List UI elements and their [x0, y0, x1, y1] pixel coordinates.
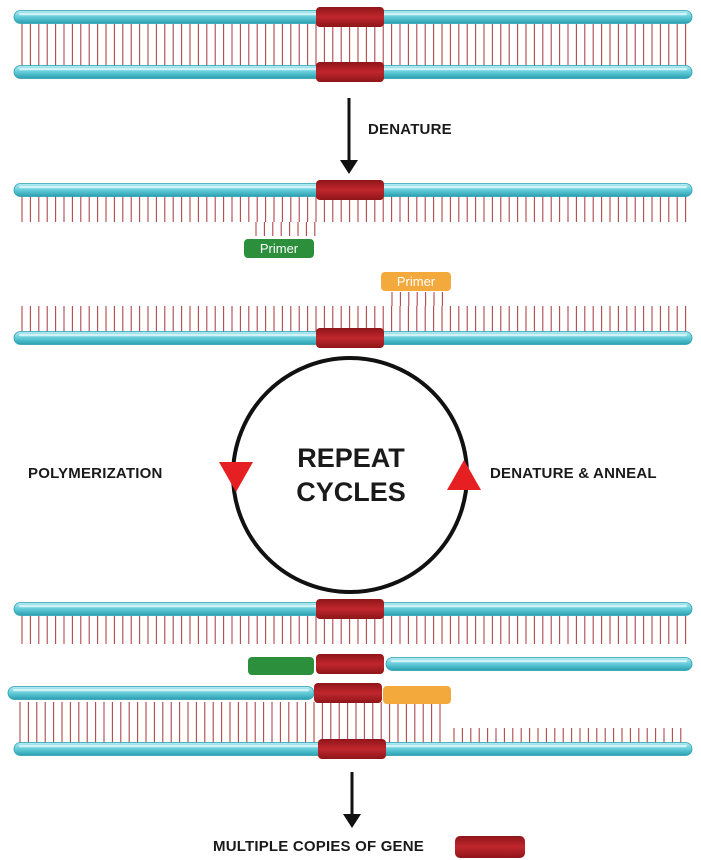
cycles-label: CYCLES	[296, 477, 406, 507]
repeat-label: REPEAT	[297, 443, 405, 473]
gene-stage1-bottom	[316, 62, 384, 82]
gene-stage2-bottom	[316, 328, 384, 348]
gene-segments	[314, 7, 386, 759]
strand-stage3-c-highlight	[13, 689, 309, 692]
repeat-cycle-circle	[231, 356, 469, 594]
gene-stage3-a	[316, 599, 384, 619]
polymerization-arrow-icon	[219, 462, 253, 492]
multiple-copies-label: MULTIPLE COPIES OF GENE	[213, 838, 425, 855]
gene-stage2-top	[316, 180, 384, 200]
primer-orange-tag: Primer	[381, 272, 451, 291]
primer-green-tag: Primer	[244, 239, 314, 258]
primer-orange-bar	[383, 686, 451, 704]
denature-anneal-label: DENATURE & ANNEAL	[490, 465, 657, 482]
denature-label: DENATURE	[368, 121, 452, 138]
denature-arrow-head	[340, 160, 358, 174]
primer-green-bar	[248, 657, 314, 675]
gene-stage3-d	[318, 739, 386, 759]
polymerization-label: POLYMERIZATION	[28, 465, 163, 482]
gene-stage1-top	[316, 7, 384, 27]
strand-stage3-b-highlight	[391, 660, 687, 663]
base-pair-rungs	[19, 24, 687, 744]
strand-stage3-c	[7, 686, 315, 700]
strand-stage3-b	[385, 657, 693, 671]
output-arrow-head	[343, 814, 361, 828]
denature-anneal-arrow-icon	[447, 460, 481, 490]
gene-stage3-b	[316, 654, 384, 674]
gene-stage3-c	[314, 683, 382, 703]
legend-gene-swatch	[455, 836, 525, 858]
